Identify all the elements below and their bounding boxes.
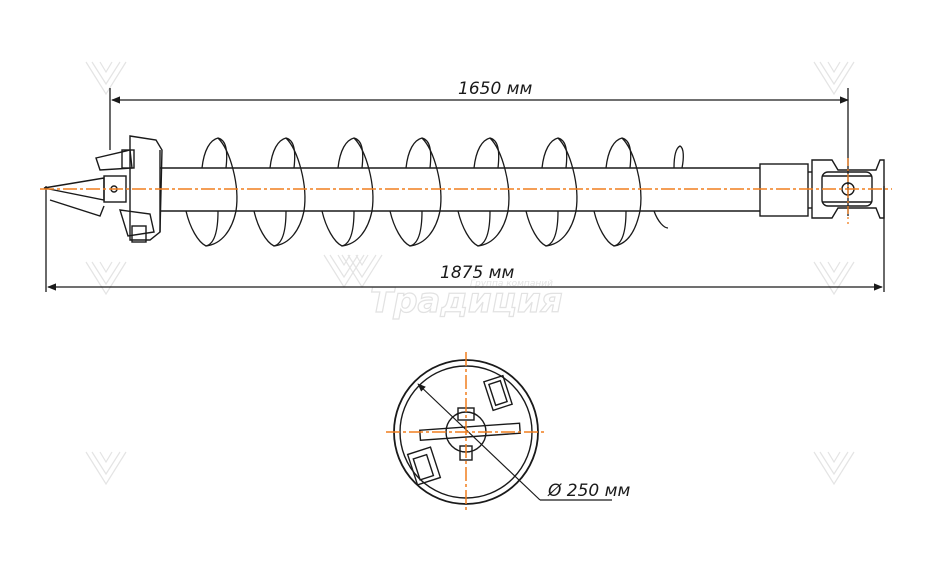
cutter-teeth <box>406 374 514 486</box>
dimension-bottom-label: 1875 мм <box>440 263 514 283</box>
dimension-top-label: 1650 мм <box>458 79 532 99</box>
auger-side-view <box>43 135 885 247</box>
dimension-top <box>109 88 849 216</box>
diameter-label: Ø 250 мм <box>547 481 630 501</box>
coupling-collar <box>759 163 809 217</box>
diameter-leader <box>417 383 612 501</box>
auger-flights <box>185 137 684 247</box>
